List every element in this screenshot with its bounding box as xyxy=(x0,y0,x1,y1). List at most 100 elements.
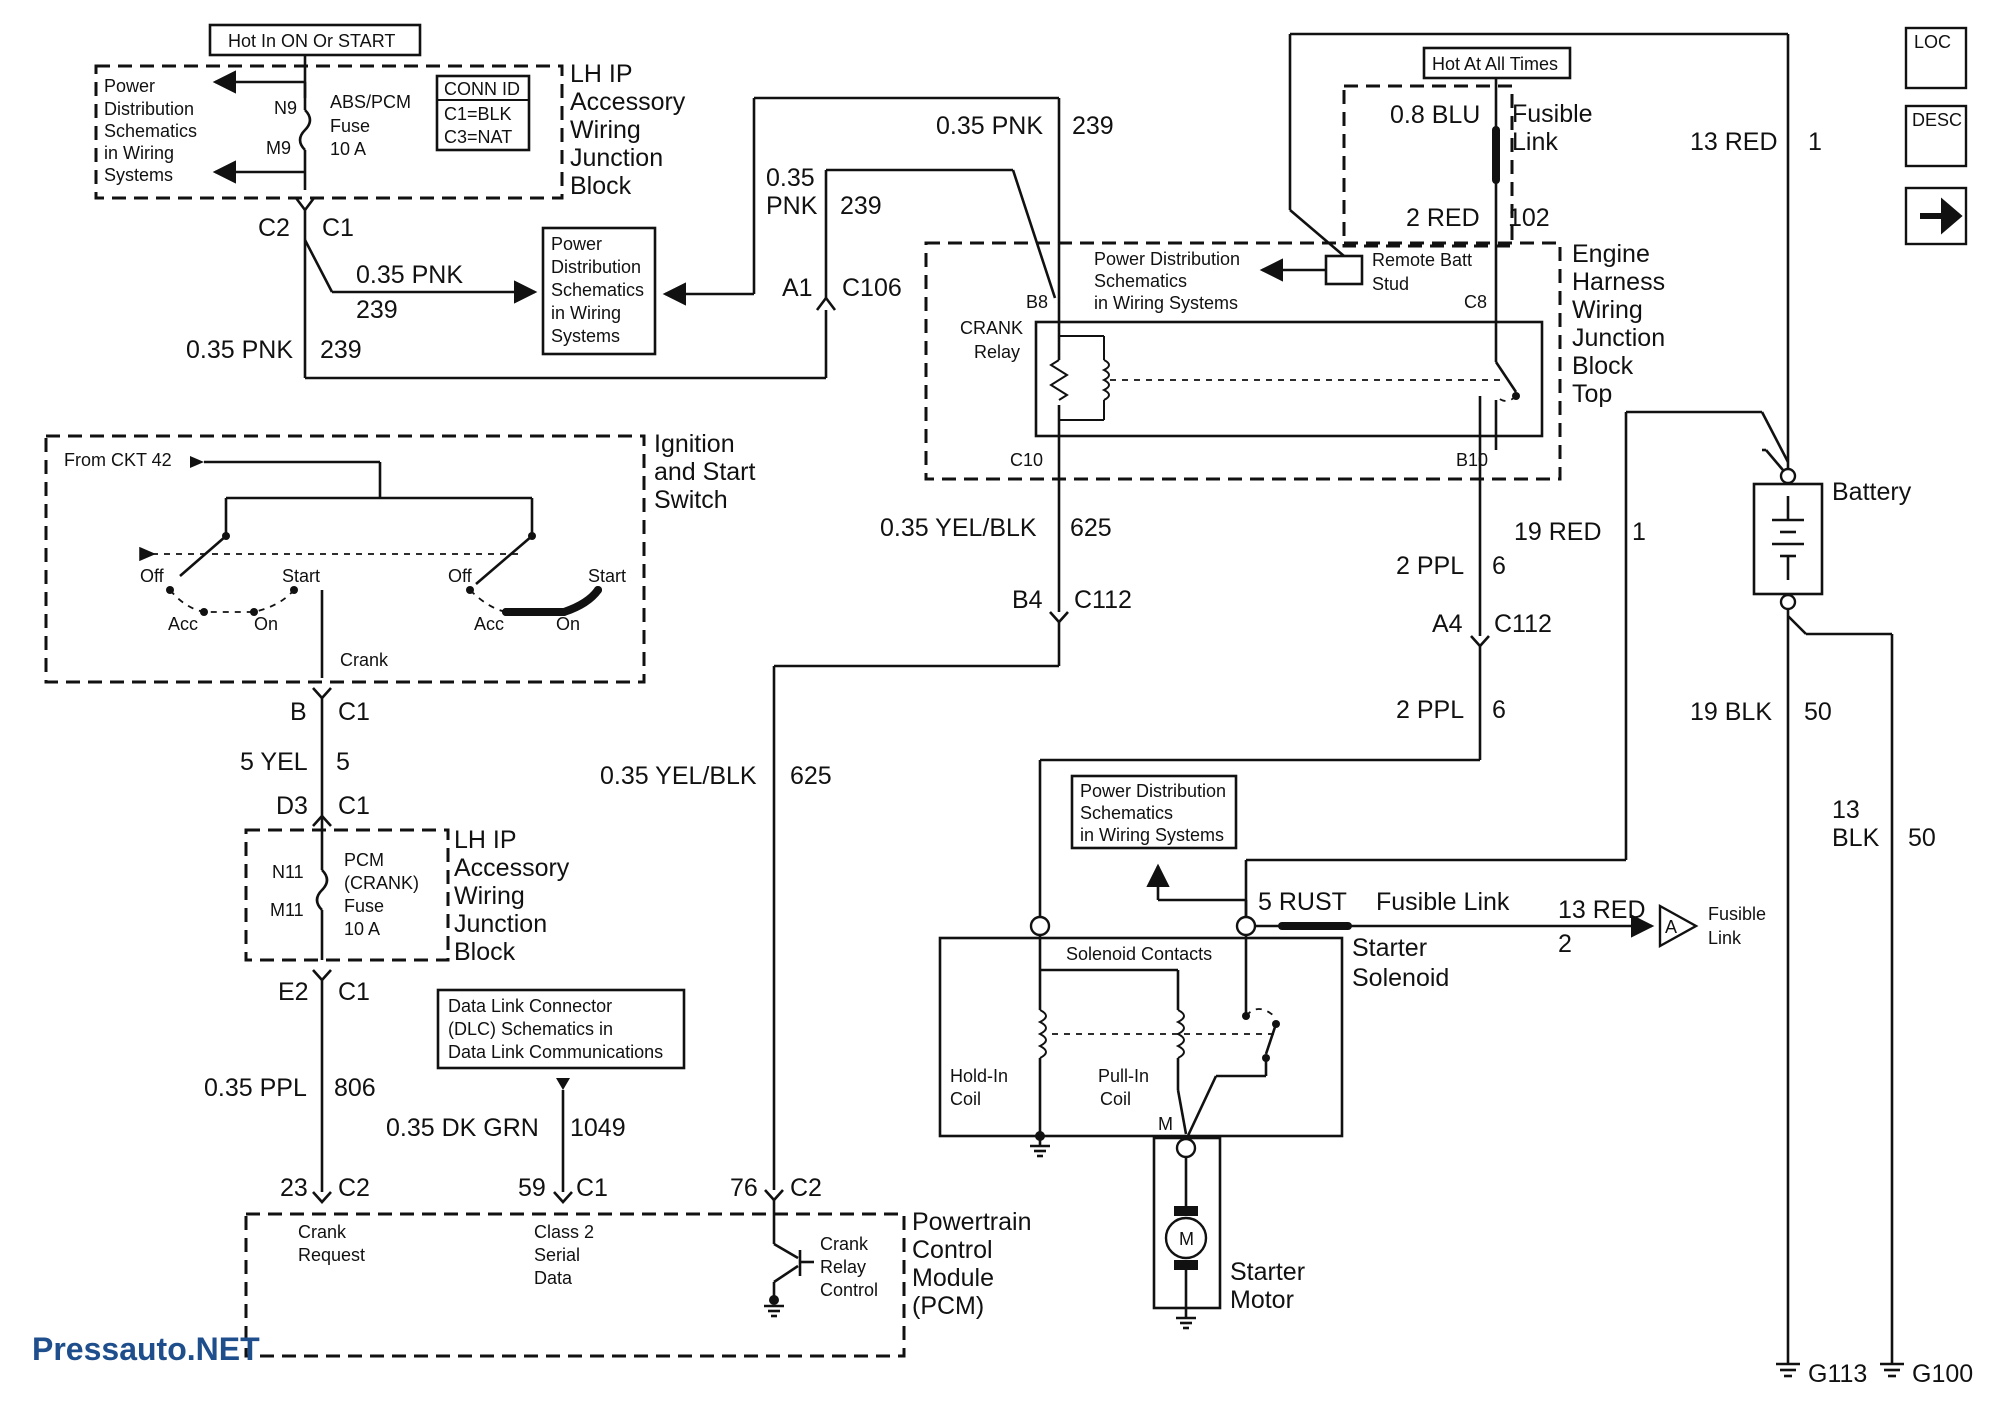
ref-a-letter: A xyxy=(1665,917,1677,937)
wire-pnk-side-num: 239 xyxy=(840,192,882,220)
abs-pcm-fuse-line-3: 10 A xyxy=(330,139,366,159)
pd-center-line-3: Schematics xyxy=(551,280,644,300)
engine-title-line-4: Junction xyxy=(1572,324,1665,352)
engine-junction-block-outline xyxy=(924,241,1562,481)
conn-d3: D3 xyxy=(276,792,308,820)
lh-ip-top-line-4: Junction xyxy=(570,144,663,172)
conn-id-box: CONN ID C1=BLK C3=NAT xyxy=(435,74,531,152)
conn-c2-top: C2 xyxy=(258,214,290,242)
wire-19-red: 19 RED xyxy=(1514,518,1602,546)
pull-in-coil-symbol xyxy=(1175,1009,1185,1059)
pd-starter-line-3: in Wiring Systems xyxy=(1080,825,1224,845)
pin-m9: M9 xyxy=(266,138,291,158)
pin-c8: C8 xyxy=(1464,292,1487,312)
pd-engine-line-2: Schematics xyxy=(1094,271,1187,291)
engine-junction-block-title: Engine Harness Wiring Junction Block Top xyxy=(1572,240,1665,408)
pin-m11: M11 xyxy=(270,900,304,920)
wire-5-rust: 5 RUST xyxy=(1258,888,1347,916)
starter-motor-line-1: Starter xyxy=(1230,1258,1305,1286)
dlc-line-3: Data Link Communications xyxy=(448,1042,663,1062)
wire-19-blk: 19 BLK xyxy=(1690,698,1772,726)
engine-title-line-5: Block xyxy=(1572,352,1634,380)
crank-relay-line-1: CRANK xyxy=(960,318,1023,338)
pcm-fuse-line-2: (CRANK) xyxy=(344,873,419,893)
relay-resistor-symbol xyxy=(1049,359,1069,401)
pd-schematics-ref-starter: Power Distribution Schematics in Wiring … xyxy=(1070,774,1238,850)
lh-ip-block-lower-title: LH IP Accessory Wiring Junction Block xyxy=(454,826,570,966)
lh-ip-top-line-2: Accessory xyxy=(570,88,686,116)
hot-at-all-times-label: Hot At All Times xyxy=(1422,46,1572,80)
wire-13-red-starter-num: 2 xyxy=(1558,930,1572,958)
wire-yel-blk-a: 0.35 YEL/BLK xyxy=(880,514,1037,542)
wire-2-red-num: 102 xyxy=(1508,204,1550,232)
ground-g100-label: G100 xyxy=(1912,1360,1973,1388)
ground-g113-icon xyxy=(1776,1362,1800,1378)
switch-off-2: Off xyxy=(448,566,473,586)
starter-solenoid-line-1: Starter xyxy=(1352,934,1427,962)
wire-19-blk-num: 50 xyxy=(1804,698,1832,726)
loc-icon[interactable]: LOC xyxy=(1904,26,1968,90)
wire-ppl-806-num: 806 xyxy=(334,1074,376,1102)
hold-in-coil-symbol xyxy=(1037,1009,1047,1059)
pd-left-line-2: Distribution xyxy=(104,99,194,119)
ref-a-fusible-link: A Fusible Link xyxy=(1658,903,1766,949)
wire-yel-blk-b: 0.35 YEL/BLK xyxy=(600,762,757,790)
wire-ppl-806: 0.35 PPL xyxy=(204,1074,307,1102)
pin-n9: N9 xyxy=(274,98,297,118)
next-arrow-icon[interactable] xyxy=(1904,186,1968,246)
pcm-conn-c1: C1 xyxy=(576,1174,608,1202)
pd-center-line-4: in Wiring xyxy=(551,303,621,323)
wire-5-yel-num: 5 xyxy=(336,748,350,776)
switch-start-2: Start xyxy=(588,566,626,586)
remote-batt-stud-line-2: Stud xyxy=(1372,274,1409,294)
switch-acc-1: Acc xyxy=(168,614,198,634)
pd-center-line-5: Systems xyxy=(551,326,620,346)
solenoid-contacts-label: Solenoid Contacts xyxy=(1066,944,1212,964)
lh-ip-low-line-1: LH IP xyxy=(454,826,517,854)
wire-pnk-239-b-num: 239 xyxy=(320,336,362,364)
conn-id-line-3: C3=NAT xyxy=(444,127,512,147)
switch-on-2: On xyxy=(556,614,580,634)
start-contact-bar xyxy=(502,586,602,616)
lh-ip-block-top-outline xyxy=(94,64,564,200)
ground-motor-icon xyxy=(1176,1308,1196,1330)
pd-left-line-4: in Wiring xyxy=(104,143,174,163)
motor-m-letter: M xyxy=(1179,1229,1194,1249)
pd-engine-line-3: in Wiring Systems xyxy=(1094,293,1238,313)
wire-yel-blk-b-num: 625 xyxy=(790,762,832,790)
switch-off-1: Off xyxy=(140,566,165,586)
relay-control-line-3: Control xyxy=(820,1280,878,1300)
conn-e2: E2 xyxy=(278,978,309,1006)
pd-left-line-3: Schematics xyxy=(104,121,197,141)
wire-2-ppl-b: 2 PPL xyxy=(1396,696,1464,724)
pull-in-coil-line-1: Pull-In xyxy=(1098,1066,1149,1086)
remote-batt-stud-line-1: Remote Batt xyxy=(1372,250,1472,270)
class2-line-3: Data xyxy=(534,1268,573,1288)
lh-ip-block-top-title: LH IP Accessory Wiring Junction Block xyxy=(570,60,686,200)
pd-schematics-ref-center: Power Distribution Schematics in Wiring … xyxy=(541,226,657,356)
pull-in-coil-line-2: Coil xyxy=(1100,1089,1131,1109)
ground-pcm-icon xyxy=(764,1295,784,1318)
wire-2-ppl-a-num: 6 xyxy=(1492,552,1506,580)
pd-center-line-2: Distribution xyxy=(551,257,641,277)
from-ckt-42: From CKT 42 xyxy=(64,450,172,470)
conn-id-line-2: C1=BLK xyxy=(444,104,512,124)
switch-acc-2: Acc xyxy=(474,614,504,634)
pcm-fuse-line-3: Fuse xyxy=(344,896,384,916)
pd-starter-line-1: Power Distribution xyxy=(1080,781,1226,801)
pcm-pin-76: 76 xyxy=(730,1174,758,1202)
wire-13-blk-num: 50 xyxy=(1908,824,1936,852)
wire-19-red-num: 1 xyxy=(1632,518,1646,546)
ignition-title-line-1: Ignition xyxy=(654,430,735,458)
pcm-title-line-1: Powertrain xyxy=(912,1208,1032,1236)
dlc-line-2: (DLC) Schematics in xyxy=(448,1019,613,1039)
pcm-title-line-3: Module xyxy=(912,1264,994,1292)
wire-13-blk-2: BLK xyxy=(1832,824,1880,852)
ref-fusible-line-2: Link xyxy=(1708,928,1742,948)
desc-icon[interactable]: DESC xyxy=(1904,104,1968,168)
pcm-fuse-line-1: PCM xyxy=(344,850,384,870)
pd-center-line-1: Power xyxy=(551,234,602,254)
switch-crank: Crank xyxy=(340,650,389,670)
pcm-pin-59: 59 xyxy=(518,1174,546,1202)
pcm-title: Powertrain Control Module (PCM) xyxy=(912,1208,1032,1320)
